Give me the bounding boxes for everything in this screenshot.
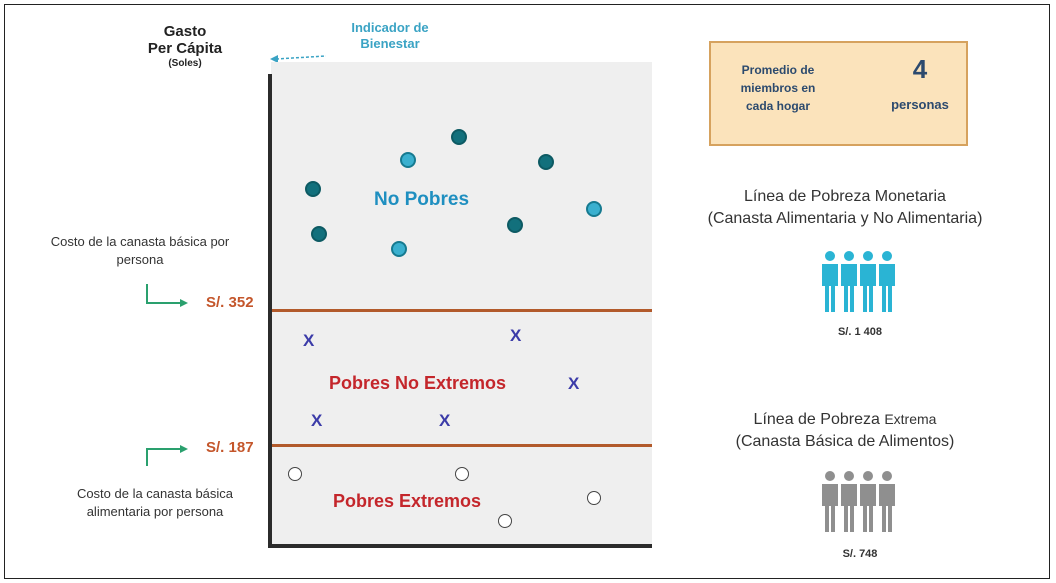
person-body [841, 484, 857, 532]
household-label-line1: Promedio de [741, 63, 815, 77]
region-label-no-pobres: No Pobres [374, 189, 470, 210]
household-label-line3: cada hogar [745, 99, 811, 113]
lower-threshold-description: Costo de la canasta básica alimentaria p… [55, 485, 255, 521]
figure-frame [4, 4, 1050, 579]
y-axis-title: Gasto Per Cápita (Soles) [140, 23, 230, 71]
non-extreme-poor-marker: X [311, 411, 323, 430]
lower-threshold-line [272, 444, 652, 447]
non-poor-dot [586, 201, 602, 217]
indicator-arrow-icon [270, 55, 327, 63]
person-head [825, 471, 835, 481]
non-poor-dot [400, 152, 416, 168]
y-axis-title-line1: Gasto [163, 23, 207, 40]
household-size-number: 4 [912, 54, 928, 84]
lower-threshold-price: S/. 187 [206, 439, 254, 456]
extreme-poverty-line-title: Línea de Pobreza Extrema (Canasta Básica… [690, 408, 1000, 453]
household-people-gray-icon [822, 471, 895, 532]
household-size-box [709, 41, 968, 146]
non-poor-dot [391, 241, 407, 257]
person-head [882, 471, 892, 481]
region-label-pobres-extremos: Pobres Extremos [333, 491, 482, 511]
household-size-unit: personas [891, 97, 949, 112]
person-head [882, 251, 892, 261]
upper-threshold-desc-line1: Costo de la canasta básica por [50, 234, 230, 249]
person-body [860, 484, 876, 532]
extreme-title-main: Línea de Pobreza [753, 411, 885, 428]
y-axis-title-line2: Per Cápita [147, 40, 223, 57]
indicator-label: Indicador de Bienestar [340, 20, 440, 52]
extreme-poverty-line-amount: S/. 748 [842, 548, 878, 560]
monetary-title-line2: (Canasta Alimentaria y No Alimentaria) [707, 210, 983, 227]
upper-threshold-arrow-icon [146, 284, 188, 307]
indicator-line1: Indicador de [351, 20, 429, 35]
person-body [841, 264, 857, 312]
upper-threshold-line [272, 309, 652, 312]
extreme-poor-dot [455, 467, 469, 481]
person-head [844, 471, 854, 481]
non-poor-dot [507, 217, 523, 233]
extreme-poor-dot [498, 514, 512, 528]
monetary-title-line1: Línea de Pobreza Monetaria [744, 188, 946, 205]
monetary-poverty-line-amount: S/. 1 408 [837, 326, 883, 338]
non-extreme-poor-marker: X [439, 411, 451, 430]
lower-threshold-arrow-icon [146, 445, 188, 466]
non-poor-dot [451, 129, 467, 145]
lower-threshold-desc-line2: alimentaria por persona [86, 504, 224, 519]
person-body [822, 264, 838, 312]
indicator-line2: Bienestar [360, 36, 420, 51]
lower-threshold-desc-line1: Costo de la canasta básica [76, 486, 234, 501]
person-body [822, 484, 838, 532]
person-head [844, 251, 854, 261]
extreme-poor-dot [288, 467, 302, 481]
person-body [860, 264, 876, 312]
region-label-pobres-no-extremos: Pobres No Extremos [329, 373, 507, 393]
person-body [879, 264, 895, 312]
non-extreme-poor-marker: X [510, 326, 522, 345]
person-head [825, 251, 835, 261]
upper-threshold-description: Costo de la canasta básica por persona [30, 233, 250, 269]
monetary-poverty-line-title: Línea de Pobreza Monetaria (Canasta Alim… [660, 186, 1030, 230]
non-extreme-poor-marker: X [568, 374, 580, 393]
person-head [863, 251, 873, 261]
non-extreme-poor-marker: X [303, 331, 315, 350]
extreme-title-line2: (Canasta Básica de Alimentos) [735, 433, 955, 450]
household-label-line2: miembros en [740, 81, 816, 95]
non-poor-dot [311, 226, 327, 242]
extreme-poor-dot [587, 491, 601, 505]
non-poor-dot [305, 181, 321, 197]
y-axis-unit: (Soles) [168, 58, 202, 69]
non-poor-dot [538, 154, 554, 170]
person-head [863, 471, 873, 481]
upper-threshold-price: S/. 352 [206, 294, 254, 311]
household-size-label: Promedio de miembros en cada hogar [728, 61, 828, 115]
extreme-title-accent: Extrema [884, 411, 937, 427]
person-body [879, 484, 895, 532]
upper-threshold-desc-line2: persona [116, 252, 164, 267]
household-people-teal-icon [822, 251, 895, 312]
x-axis-line [268, 544, 652, 548]
y-axis-line [268, 74, 272, 547]
